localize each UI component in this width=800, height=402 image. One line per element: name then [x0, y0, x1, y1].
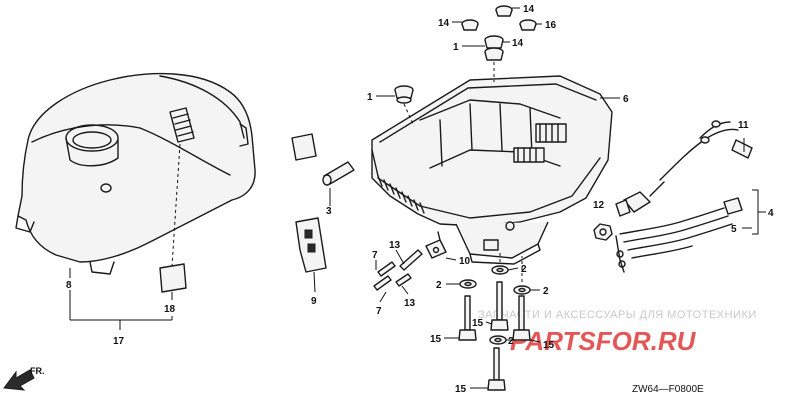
callout-10: 10	[459, 256, 471, 267]
diagram-code: ZW64—F0800E	[632, 384, 704, 395]
callout-1: 1	[367, 92, 373, 103]
callouts: 14 14 16 1 14 1 6 11 3 4 12 5 13 7 10 2 …	[66, 4, 774, 395]
side-grommet-strip	[295, 217, 327, 293]
grommet-cap-16	[519, 19, 537, 31]
callout-11: 11	[738, 120, 749, 131]
callout-8: 8	[66, 280, 72, 291]
callout-2: 2	[521, 264, 527, 275]
callout-15: 15	[430, 334, 442, 345]
callout-1: 1	[453, 42, 459, 53]
emblem-label	[159, 263, 187, 293]
callout-14: 14	[512, 38, 524, 49]
callout-17: 17	[113, 336, 125, 347]
emergency-stop-switch	[615, 120, 753, 217]
washer-2-b	[459, 279, 477, 289]
callout-7: 7	[372, 250, 378, 261]
callout-5: 5	[731, 224, 737, 235]
callout-15: 15	[455, 384, 467, 395]
bolt-15-a	[458, 295, 477, 341]
callout-6: 6	[623, 94, 629, 105]
bolt-15-d	[487, 347, 506, 391]
pin-7-upper	[377, 261, 396, 277]
callout-14: 14	[438, 18, 450, 29]
bolt-15-c	[512, 295, 531, 341]
callout-16: 16	[545, 20, 557, 31]
callout-15: 15	[543, 340, 555, 351]
washer-2-c	[513, 285, 531, 295]
watermark-brand: PARTSFOR.RU	[510, 326, 697, 356]
hook-bolt	[322, 161, 355, 206]
callout-18: 18	[164, 304, 176, 315]
pin-13-upper	[399, 249, 423, 271]
washer-2-a	[491, 265, 509, 275]
watermark-tagline: ЗАПЧАСТИ И АКСЕССУАРЫ ДЛЯ МОТОТЕХНИКИ	[478, 309, 757, 321]
callout-2: 2	[543, 286, 549, 297]
callout-12: 12	[593, 200, 605, 211]
pin-7-lower	[373, 275, 392, 291]
callout-13: 13	[404, 298, 416, 309]
lanyard-cord	[615, 197, 743, 273]
grommet-1-lower	[394, 85, 415, 127]
front-direction-arrow: FR.	[3, 366, 45, 391]
callout-2: 2	[436, 280, 442, 291]
callout-9: 9	[311, 296, 317, 307]
callout-13: 13	[389, 240, 401, 251]
pin-13-lower	[395, 273, 412, 287]
callout-14: 14	[523, 4, 535, 15]
washer-2-d	[489, 335, 507, 345]
grommet-1-upper	[484, 35, 504, 82]
leader-lines	[69, 7, 620, 389]
engine-cover-top	[15, 72, 256, 275]
warning-label	[291, 133, 317, 161]
bottom-case	[371, 75, 613, 265]
bracket-4	[752, 189, 759, 235]
case-ribs	[377, 175, 425, 214]
grommet-top-left	[461, 19, 479, 31]
callout-15: 15	[472, 318, 484, 329]
callout-7: 7	[376, 306, 382, 317]
clip-10	[425, 231, 447, 259]
callout-3: 3	[326, 206, 332, 217]
grommet-top-mid	[495, 5, 513, 17]
callout-4: 4	[768, 208, 774, 219]
callout-2: 2	[508, 336, 514, 347]
direction-label: FR.	[30, 366, 45, 376]
bolt-15-b	[490, 281, 509, 331]
nut-12	[593, 223, 613, 241]
cover-grille	[169, 107, 195, 143]
